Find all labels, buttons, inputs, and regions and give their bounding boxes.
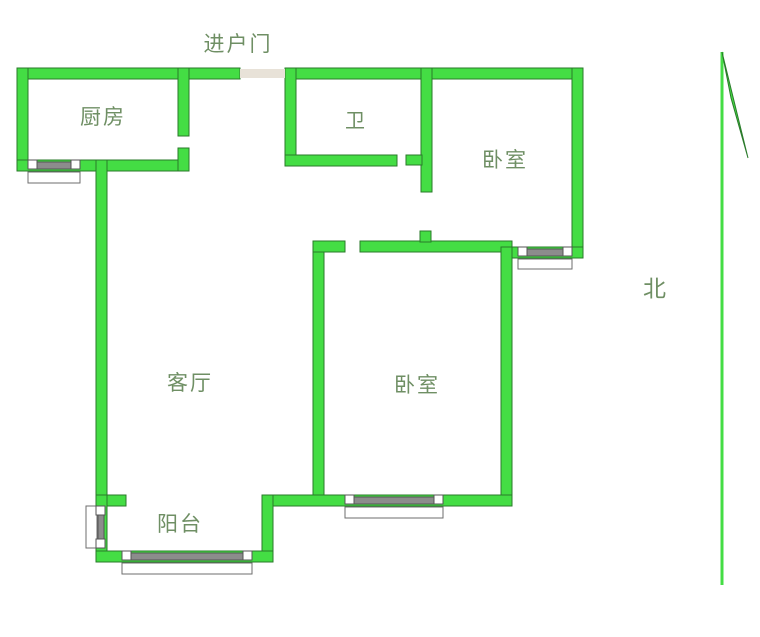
- balcony-window-left: [85, 505, 106, 549]
- wall-top-right: [284, 67, 584, 80]
- wall-south-bedroom-top-stub: [419, 230, 432, 243]
- wall-bath-bedroom-divider: [420, 67, 433, 193]
- wall-bedroom-south-left-cap: [312, 240, 346, 253]
- compass-barb-icon: [721, 51, 749, 159]
- room-label-balcony: 阳台: [157, 512, 203, 536]
- room-label-kitchen: 厨房: [80, 105, 126, 129]
- room-label-bedroom-north: 卧室: [482, 148, 528, 172]
- room-label-living-room: 客厅: [167, 371, 213, 395]
- room-label-bathroom: 卫: [345, 109, 367, 133]
- doors-group: [240, 69, 285, 78]
- wall-kitchen-left: [16, 67, 29, 172]
- balcony-window-bottom: [121, 550, 253, 575]
- compass-north-label: 北: [643, 277, 667, 303]
- wall-bedroom-south-right: [500, 246, 513, 500]
- kitchen-window: [27, 159, 81, 184]
- room-label-bedroom-south: 卧室: [394, 373, 440, 397]
- walls-group: [16, 67, 584, 563]
- wall-bath-left: [284, 67, 297, 167]
- wall-bedroom-south-left: [312, 240, 325, 500]
- wall-south-bedroom-top: [359, 240, 513, 253]
- wall-bedroom-north-right: [571, 67, 584, 259]
- wall-living-left: [95, 159, 108, 501]
- entrance-door-label: 进户门: [204, 32, 273, 56]
- wall-kitchen-right-lower: [177, 147, 190, 172]
- bedroom-north-window: [517, 246, 573, 270]
- wall-divider-stub: [405, 154, 423, 166]
- wall-balcony-step-top: [261, 494, 274, 558]
- wall-top-left: [16, 67, 241, 80]
- compass-group: 北: [643, 51, 749, 585]
- windows-group: [27, 159, 573, 575]
- wall-bath-bottom: [284, 154, 398, 167]
- entry-door-gap: [240, 69, 285, 78]
- wall-kitchen-right-upper: [177, 67, 190, 137]
- bedroom-south-window: [344, 494, 444, 519]
- labels-group: 进户门 厨房 卫 卧室 客厅 卧室 阳台: [80, 32, 528, 536]
